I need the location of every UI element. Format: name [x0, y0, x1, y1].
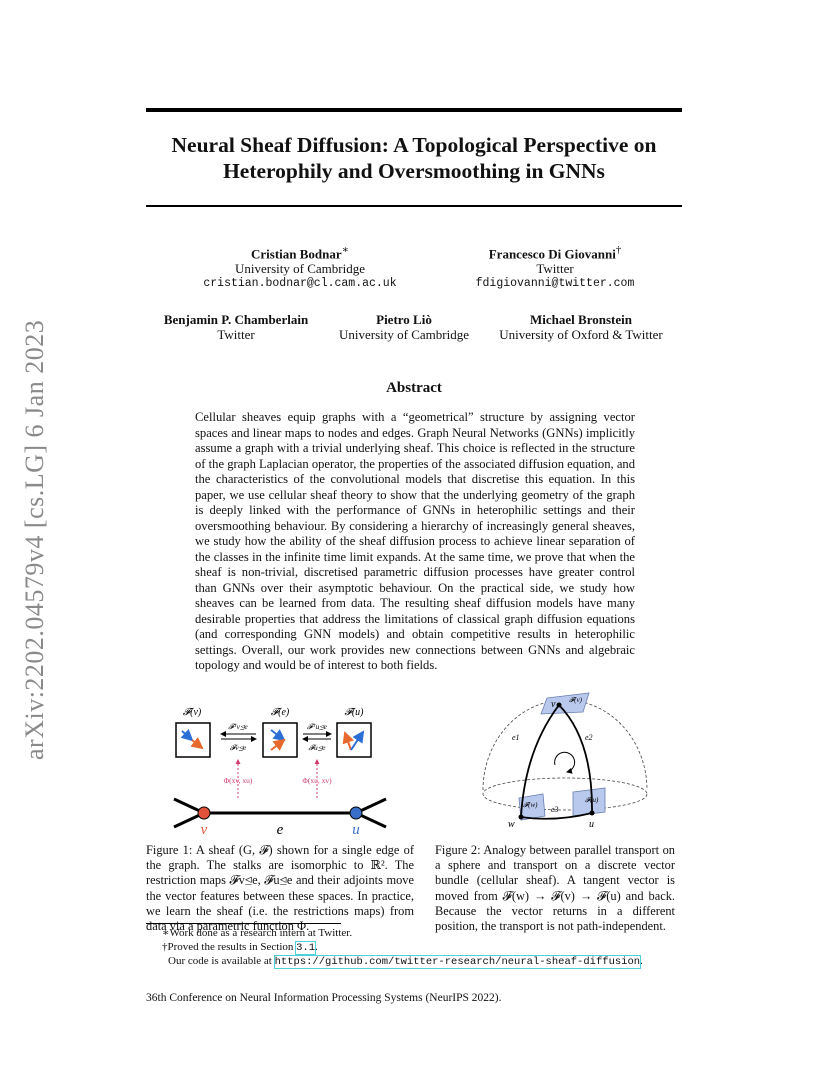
phi-right-label: Φ(xu, xv) — [302, 776, 332, 785]
edge-e2 — [558, 704, 593, 814]
node-u-label: u — [589, 819, 594, 830]
author-block-2: Benjamin P. Chamberlain Twitter — [146, 312, 326, 342]
author-block-1: Francesco Di Giovanni† Twitter fdigiovan… — [445, 243, 665, 291]
stalk-u-label: 𝓕(u) — [344, 707, 364, 718]
stalk-w-label: 𝓕(w) — [523, 801, 538, 809]
edge-e3 — [520, 812, 593, 820]
author-name: Benjamin P. Chamberlain — [163, 312, 309, 327]
footnote-2-text: †Proved the results in Section — [162, 941, 297, 953]
tangent-plane-u — [572, 787, 606, 817]
stalk-u-box — [336, 722, 372, 758]
node-e-label: e — [277, 822, 284, 838]
stalk-v-label: 𝓕(v) — [569, 696, 583, 704]
map-v-transpose-label: 𝓕ᵀv⊴e — [228, 722, 248, 731]
author-email[interactable]: fdigiovanni@twitter.com — [475, 277, 635, 291]
author-mark: † — [615, 244, 622, 256]
stalk-e-label: 𝓕(e) — [271, 707, 290, 718]
node-v-label: v — [201, 822, 208, 838]
footnote-2-end: . — [315, 941, 318, 953]
node-u — [349, 806, 363, 820]
node-w-label: w — [508, 819, 515, 830]
map-u-transpose-label: 𝓕ᵀu⊴e — [307, 722, 328, 731]
author-name: Pietro Liò — [376, 312, 432, 327]
footnote-rule — [146, 923, 341, 924]
sphere-outline — [482, 699, 648, 791]
code-footnote-text: Our code is available at — [168, 955, 275, 967]
node-v — [197, 806, 211, 820]
paper-title: Neural Sheaf Diffusion: A Topological Pe… — [171, 133, 657, 183]
node-w — [518, 814, 524, 820]
edge-e2-label: e2 — [585, 733, 593, 742]
arxiv-watermark: arXiv:2202.04579v4 [cs.LG] 6 Jan 2023 — [20, 319, 49, 760]
tangent-plane-v — [540, 692, 590, 715]
vector-orange-v — [190, 737, 204, 750]
conference-footer: 36th Conference on Neural Information Pr… — [146, 992, 502, 1004]
footnote-2: †Proved the results in Section 3.1. — [162, 941, 318, 955]
vector-orange-e — [270, 738, 286, 751]
abstract-body: Cellular sheaves equip graphs with a “ge… — [195, 410, 635, 672]
code-url-link[interactable]: https://github.com/twitter-research/neur… — [273, 955, 642, 969]
title-bottom-rule — [146, 205, 682, 207]
edge-e3-label: e3 — [551, 805, 559, 814]
abstract-heading: Abstract — [386, 380, 442, 396]
edge-e1 — [520, 704, 560, 818]
vector-blue-v — [180, 728, 194, 742]
figure-2-diagram: 𝓕(v) 𝓕(w) 𝓕(u) v w u e1 e2 e3 — [482, 692, 648, 830]
author-email[interactable]: cristian.bodnar@cl.cam.ac.uk — [203, 277, 397, 291]
node-v — [556, 702, 562, 708]
figure-2: 𝓕(v) 𝓕(w) 𝓕(u) v w u e1 e2 e3 — [465, 690, 665, 835]
vector-blue-u — [350, 730, 365, 751]
figure-2-caption: Figure 2: Analogy between parallel trans… — [435, 843, 675, 934]
node-u — [589, 810, 595, 816]
tangent-plane-w — [518, 793, 546, 821]
transport-loop-arrow — [554, 751, 576, 774]
phi-left-label: Φ(xv, xu) — [224, 776, 253, 785]
stalk-e-box — [262, 722, 298, 758]
vector-orange-u — [342, 731, 354, 751]
author-mark: ∗ — [341, 244, 350, 256]
vector-blue-e — [270, 729, 286, 742]
author-affiliation: Twitter — [536, 261, 574, 277]
figure-1: 𝓕(v) 𝓕(e) 𝓕(u) 𝓕ᵀv⊴e 𝓕v⊴e 𝓕ᵀu⊴e 𝓕u⊴e Φ(x… — [146, 703, 416, 838]
map-v-label: 𝓕v⊴e — [230, 743, 247, 752]
section-link[interactable]: 3.1 — [295, 941, 317, 955]
stalk-u-label: 𝓕(u) — [585, 796, 599, 804]
figure-1-diagram: 𝓕(v) 𝓕(e) 𝓕(u) 𝓕ᵀv⊴e 𝓕v⊴e 𝓕ᵀu⊴e 𝓕u⊴e Φ(x… — [173, 707, 387, 838]
code-footnote-end: . — [640, 955, 643, 967]
author-affiliation: University of Cambridge — [235, 261, 365, 277]
sphere-equator — [482, 777, 648, 811]
author-affiliation: University of Oxford & Twitter — [499, 327, 663, 342]
edge-e1-label: e1 — [512, 733, 520, 742]
node-v-label: v — [551, 699, 556, 710]
figure-1-caption: Figure 1: A sheaf (G, 𝓕) shown for a sin… — [146, 843, 414, 934]
code-footnote: Our code is available at https://github.… — [168, 955, 643, 969]
footnote-1: ∗Work done as a research intern at Twitt… — [162, 927, 353, 939]
stalk-v-label: 𝓕(v) — [183, 707, 202, 718]
map-u-label: 𝓕u⊴e — [308, 743, 326, 752]
author-affiliation: University of Cambridge — [339, 327, 469, 342]
author-name: Cristian Bodnar — [250, 246, 342, 262]
author-block-0: Cristian Bodnar∗ University of Cambridge… — [200, 243, 400, 291]
author-name: Michael Bronstein — [530, 312, 632, 327]
author-name: Francesco Di Giovanni — [488, 246, 616, 262]
author-block-4: Michael Bronstein University of Oxford &… — [490, 312, 672, 342]
author-affiliation: Twitter — [217, 327, 255, 342]
author-block-3: Pietro Liò University of Cambridge — [330, 312, 478, 342]
node-u-label: u — [352, 822, 360, 838]
top-rule — [146, 108, 682, 112]
